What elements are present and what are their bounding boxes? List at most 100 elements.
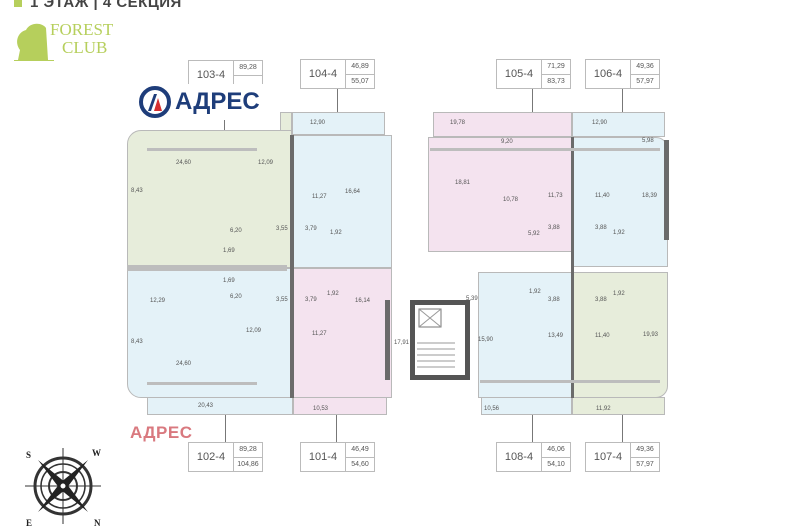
compass-rose-icon: S W E N xyxy=(25,448,101,528)
living-area: 46,06 xyxy=(542,443,570,458)
watermark-red-text: АДРЕС xyxy=(130,423,193,442)
adres-logo-icon xyxy=(139,86,171,118)
room-area-label: 12,09 xyxy=(246,328,262,334)
compass-n: N xyxy=(94,518,101,528)
room-area-label: 11,40 xyxy=(595,193,610,199)
room-area-label: 3,88 xyxy=(595,225,607,231)
unit-104-4[interactable] xyxy=(292,135,392,268)
living-area: 71,29 xyxy=(542,60,570,75)
room-area-label: 1,69 xyxy=(223,278,235,284)
living-area: 46,49 xyxy=(346,443,374,458)
balcony-104[interactable] xyxy=(292,112,385,135)
living-area: 89,28 xyxy=(234,61,262,76)
room-area-label: 19,78 xyxy=(450,120,466,126)
callout-line xyxy=(532,395,533,442)
unit-103-4[interactable] xyxy=(127,130,292,268)
floor-title: 1 ЭТАЖ | 4 СЕКЦИЯ xyxy=(14,0,182,11)
room-area-label: 1,92 xyxy=(330,230,342,236)
compass-e: E xyxy=(26,518,32,528)
logo-line1: FOREST xyxy=(50,20,114,39)
balcony-101[interactable] xyxy=(293,397,387,415)
logo-line2: CLUB xyxy=(62,38,108,57)
window-wall xyxy=(147,148,257,151)
room-area-label: 10,56 xyxy=(484,406,500,412)
total-area: 83,73 xyxy=(547,77,565,85)
room-area-label: 19,93 xyxy=(643,332,659,338)
room-area-label: 5,39 xyxy=(466,296,478,302)
room-area-label: 3,88 xyxy=(548,225,560,231)
room-area-label: 17,91 xyxy=(394,340,410,346)
unit-101-4[interactable] xyxy=(293,268,392,398)
adres-watermark-logo: АДРЕС xyxy=(135,84,279,120)
unit-108-4[interactable] xyxy=(478,272,572,398)
unit-number: 104-4 xyxy=(301,60,346,88)
room-area-label: 3,55 xyxy=(276,226,288,232)
total-area: 57,97 xyxy=(636,77,654,85)
room-area-label: 9,20 xyxy=(501,139,513,145)
window-wall xyxy=(147,382,257,385)
unit-105-4[interactable] xyxy=(428,137,572,252)
room-area-label: 24,60 xyxy=(176,160,192,166)
unit-102-4[interactable] xyxy=(127,268,293,398)
total-area: 104,86 xyxy=(237,460,259,468)
partition-wall xyxy=(571,137,574,398)
unit-number: 106-4 xyxy=(586,60,631,88)
room-area-label: 11,73 xyxy=(548,193,563,199)
room-area-label: 1,92 xyxy=(613,230,625,236)
room-area-label: 10,78 xyxy=(503,197,519,203)
unit-number: 105-4 xyxy=(497,60,542,88)
room-area-label: 11,92 xyxy=(596,406,611,412)
unit-106-4[interactable] xyxy=(572,137,668,267)
room-area-label: 1,92 xyxy=(613,291,625,297)
window-wall xyxy=(480,380,660,383)
room-area-label: 5,98 xyxy=(642,138,654,144)
callout-line xyxy=(622,395,623,442)
room-area-label: 11,27 xyxy=(312,194,327,200)
staircase xyxy=(410,300,470,380)
window-wall xyxy=(430,148,660,151)
room-area-label: 8,43 xyxy=(131,188,143,194)
room-area-label: 15,90 xyxy=(478,337,494,343)
living-area: 49,36 xyxy=(631,60,659,75)
room-area-label: 12,90 xyxy=(310,120,326,126)
room-area-label: 3,88 xyxy=(548,297,560,303)
unit-number: 108-4 xyxy=(497,443,542,471)
balcony-106[interactable] xyxy=(572,112,665,137)
room-area-label: 12,29 xyxy=(150,298,166,304)
room-area-label: 1,69 xyxy=(223,248,235,254)
living-area: 89,28 xyxy=(234,443,262,458)
stairs-icon xyxy=(417,308,455,368)
floor-title-text: 1 ЭТАЖ | 4 СЕКЦИЯ xyxy=(30,0,182,11)
room-area-label: 11,27 xyxy=(312,331,327,337)
room-area-label: 11,40 xyxy=(595,333,610,339)
room-area-label: 12,90 xyxy=(592,120,608,126)
tree-icon xyxy=(14,23,54,61)
room-area-label: 3,79 xyxy=(305,226,317,232)
room-area-label: 12,09 xyxy=(258,160,274,166)
balcony-108[interactable] xyxy=(481,397,572,415)
room-area-label: 6,20 xyxy=(230,294,242,300)
partition-wall xyxy=(290,135,294,398)
balcony-107[interactable] xyxy=(572,397,665,415)
unit-107-4[interactable] xyxy=(572,272,668,398)
total-area: 57,97 xyxy=(636,460,654,468)
room-area-label: 3,55 xyxy=(276,297,288,303)
title-marker xyxy=(14,0,22,7)
unit-number: 103-4 xyxy=(189,61,234,89)
balcony-105[interactable] xyxy=(433,112,572,137)
compass-s: S xyxy=(26,450,31,460)
balcony-102[interactable] xyxy=(147,397,293,415)
room-area-label: 10,53 xyxy=(313,406,329,412)
unit-number: 102-4 xyxy=(189,443,234,471)
room-area-label: 8,43 xyxy=(131,339,143,345)
room-area-label: 13,49 xyxy=(548,333,564,339)
living-area: 46,89 xyxy=(346,60,374,75)
unit-number: 101-4 xyxy=(301,443,346,471)
